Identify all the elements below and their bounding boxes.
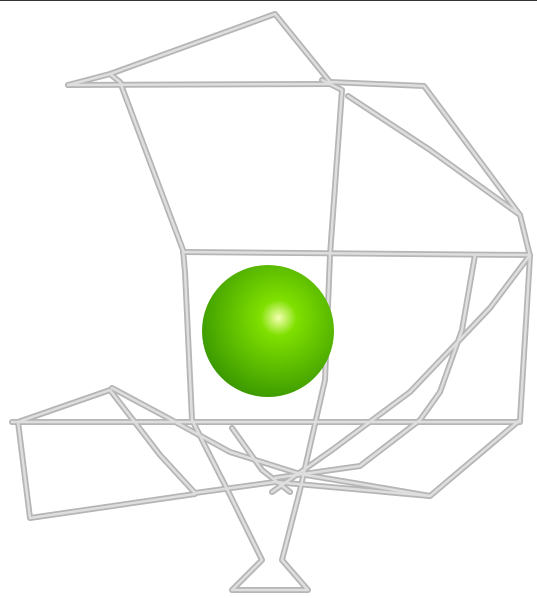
metal-ion-sphere[interactable] [202,265,334,397]
backbone-strand-highlight [68,84,330,85]
viewport-top-border [0,0,537,1]
